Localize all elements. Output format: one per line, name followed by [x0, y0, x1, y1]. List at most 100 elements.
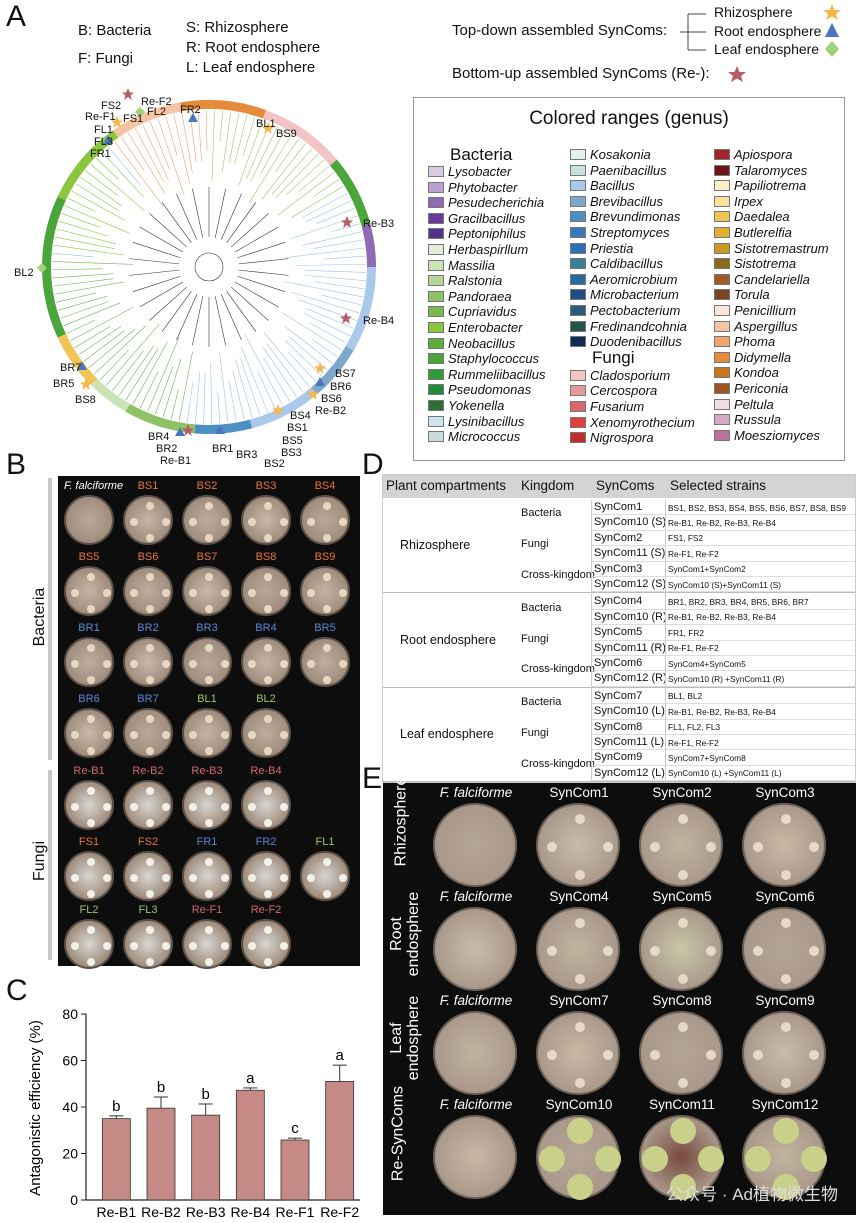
tree-branch	[132, 241, 181, 259]
tree-branch	[157, 118, 185, 196]
kingdom-label: Bacteria	[521, 507, 562, 520]
petri-plate	[182, 566, 232, 616]
plate-label: BS6	[137, 551, 159, 563]
significance-letter: b	[201, 1086, 209, 1103]
tree-tip-label: Re-B1	[160, 455, 192, 467]
tree-branch	[232, 370, 245, 421]
tree-tip-label: FS1	[123, 113, 144, 125]
tree-branch	[275, 153, 319, 199]
genus-swatch	[714, 211, 730, 223]
petri-plate	[433, 907, 517, 991]
genus-legend-item: Phoma	[714, 334, 854, 349]
genus-name: Ralstonia	[448, 273, 503, 289]
inoculum-spot	[130, 874, 138, 882]
genus-legend-item: Bacillus	[570, 178, 710, 193]
tree-branches	[52, 110, 366, 424]
syncom-name: SynCom8	[594, 720, 643, 733]
genus-legend-item: Papiliotrema	[714, 178, 854, 193]
genus-name: Daedalea	[734, 209, 790, 225]
plate-label: BR7	[137, 693, 159, 705]
petri-plate	[241, 708, 291, 758]
genus-name: Lysobacter	[448, 164, 512, 179]
genus-name: Irpex	[734, 193, 763, 209]
tree-branch	[288, 336, 328, 371]
petri-plate	[433, 803, 517, 887]
tree-branch	[162, 358, 182, 418]
inoculum-spot	[162, 874, 170, 882]
genus-swatch	[714, 367, 730, 379]
genus-swatch	[570, 289, 586, 301]
inoculum-spot	[146, 747, 154, 755]
panel-label-c: C	[6, 974, 28, 1007]
table-row	[592, 750, 856, 766]
tree-branch	[149, 213, 187, 248]
syncom-name: SynCom6	[594, 657, 643, 669]
selected-strains: Re-F1, Re-F2	[668, 737, 719, 748]
panel-label-b: B	[6, 448, 27, 481]
genus-legend-item: Xenomyrothecium	[570, 415, 710, 430]
genus-swatch	[714, 242, 730, 254]
petri-plate	[241, 495, 291, 545]
genus-name: Fredinandcohnia	[590, 318, 687, 334]
y-tick-label: 20	[62, 1146, 78, 1162]
selected-strains: Re-B1, Re-B2, Re-B3, Re-B4	[668, 517, 776, 528]
tree-tip-label: BL1	[256, 118, 276, 130]
inoculum-spot	[280, 660, 288, 668]
genus-legend-item: Paenibacillus	[570, 163, 710, 178]
inoculum-spot	[264, 502, 272, 510]
inoculum-spot	[575, 814, 585, 824]
plate-label: Re-F1	[191, 904, 223, 916]
inoculum-spot	[146, 715, 154, 723]
genus-legend-item: Duodenibacillus	[570, 334, 710, 349]
inoculum-spot	[221, 589, 229, 597]
plate-label: BR3	[196, 622, 218, 634]
tree-branch	[260, 129, 286, 175]
tree-branch	[139, 281, 184, 308]
inoculum-spot	[781, 918, 791, 928]
inoculum-spot	[146, 787, 154, 795]
triangle-icon	[825, 23, 839, 37]
tree-branch	[237, 241, 286, 259]
topdown-bracket	[680, 13, 706, 51]
genus-legend-item: Priestia	[570, 241, 710, 256]
petri-plate	[241, 566, 291, 616]
significance-letter: a	[335, 1047, 344, 1064]
plate-label: BL1	[197, 693, 217, 705]
selected-strains: SynCom10 (S)+SynCom11 (S)	[668, 579, 782, 590]
tree-tip-label: BR5	[53, 378, 75, 390]
tree-branch	[127, 132, 165, 194]
genus-swatch	[714, 414, 730, 426]
inoculum-spot	[103, 731, 111, 739]
inoculum-spot	[650, 842, 660, 852]
genus-name: Micrococcus	[448, 429, 521, 445]
genus-legend-item: Cercospora	[570, 383, 710, 398]
legend-rhizosphere: S: Rhizosphere	[186, 19, 289, 36]
genus-name: Streptomyces	[590, 225, 670, 240]
genus-legend-item: Pectobacterium	[570, 303, 710, 318]
plate-label: SynCom5	[652, 889, 712, 904]
genus-name: Candelariella	[734, 271, 810, 287]
inoculum-spot	[189, 589, 197, 597]
genus-swatch	[428, 259, 444, 271]
genus-name: Sistotremastrum	[734, 240, 829, 256]
inoculum-spot	[264, 644, 272, 652]
genus-ring-segment	[57, 130, 119, 201]
tree-branch	[264, 332, 311, 388]
inoculum-spot	[189, 731, 197, 739]
tree-branch	[58, 220, 108, 237]
tree-branch	[291, 185, 344, 218]
petri-plate	[742, 803, 826, 887]
inoculum-spot	[678, 918, 688, 928]
tree-branch	[271, 148, 313, 195]
triangle-marker	[103, 135, 113, 144]
tree-branch	[74, 326, 110, 349]
genus-name: Moesziomyces	[734, 427, 820, 443]
inoculum-spot	[221, 518, 229, 526]
table-row	[592, 689, 856, 705]
topdown-rhizosphere: Rhizosphere	[714, 4, 793, 20]
table-row	[592, 766, 856, 782]
genus-swatch	[714, 383, 730, 394]
genus-swatch	[714, 351, 730, 363]
inoculum-spot	[130, 803, 138, 811]
